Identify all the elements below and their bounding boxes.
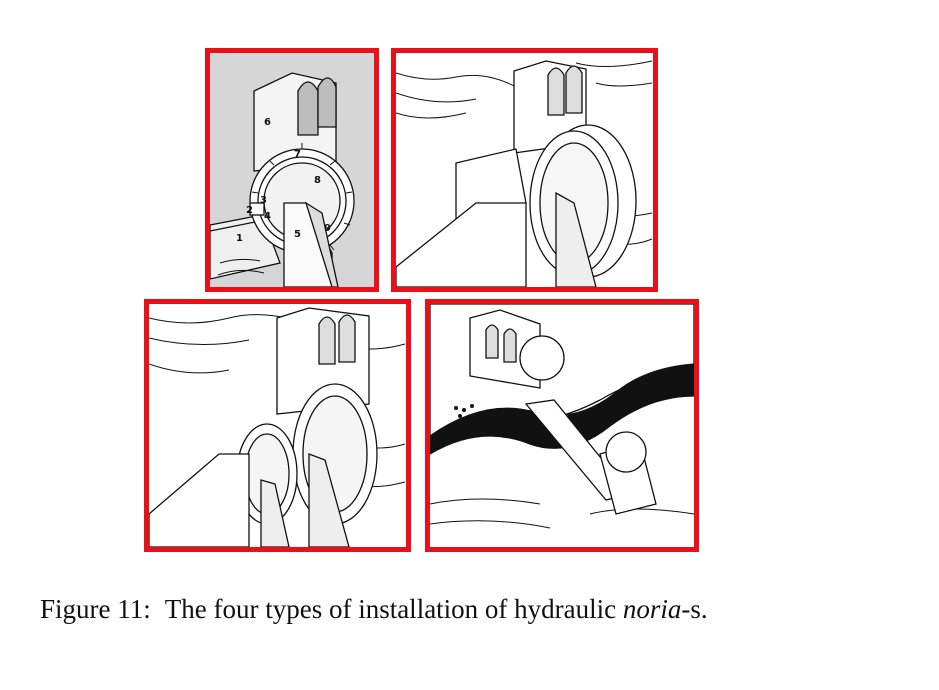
callout-1: 1 (236, 233, 243, 244)
panel-1-illustration: 1 2 3 4 5 6 7 8 9 (210, 53, 374, 287)
panel-2-illustration (396, 60, 653, 287)
callout-3: 3 (260, 195, 267, 206)
panel-4-illustration (430, 304, 694, 529)
callout-4: 4 (264, 211, 271, 222)
caption-emphasis: noria (622, 594, 682, 624)
callout-7: 7 (294, 149, 301, 160)
callout-2: 2 (246, 205, 253, 216)
figure-panel-4 (425, 299, 699, 552)
figure-caption: Figure 11: The four types of installation… (40, 594, 708, 625)
callout-8: 8 (314, 175, 321, 186)
figure-label: Figure 11: (40, 594, 151, 624)
callout-9: 9 (324, 223, 331, 234)
callout-6: 6 (264, 117, 271, 128)
callout-5: 5 (294, 229, 301, 240)
caption-text: The four types of installation of hydrau… (164, 594, 623, 624)
panel-3-illustration (149, 307, 406, 547)
figure-panel-3 (144, 299, 411, 552)
caption-suffix: -s. (681, 594, 708, 624)
figure-panel-2 (391, 48, 658, 292)
figure-panel-1: 1 2 3 4 5 6 7 8 9 (205, 48, 379, 292)
